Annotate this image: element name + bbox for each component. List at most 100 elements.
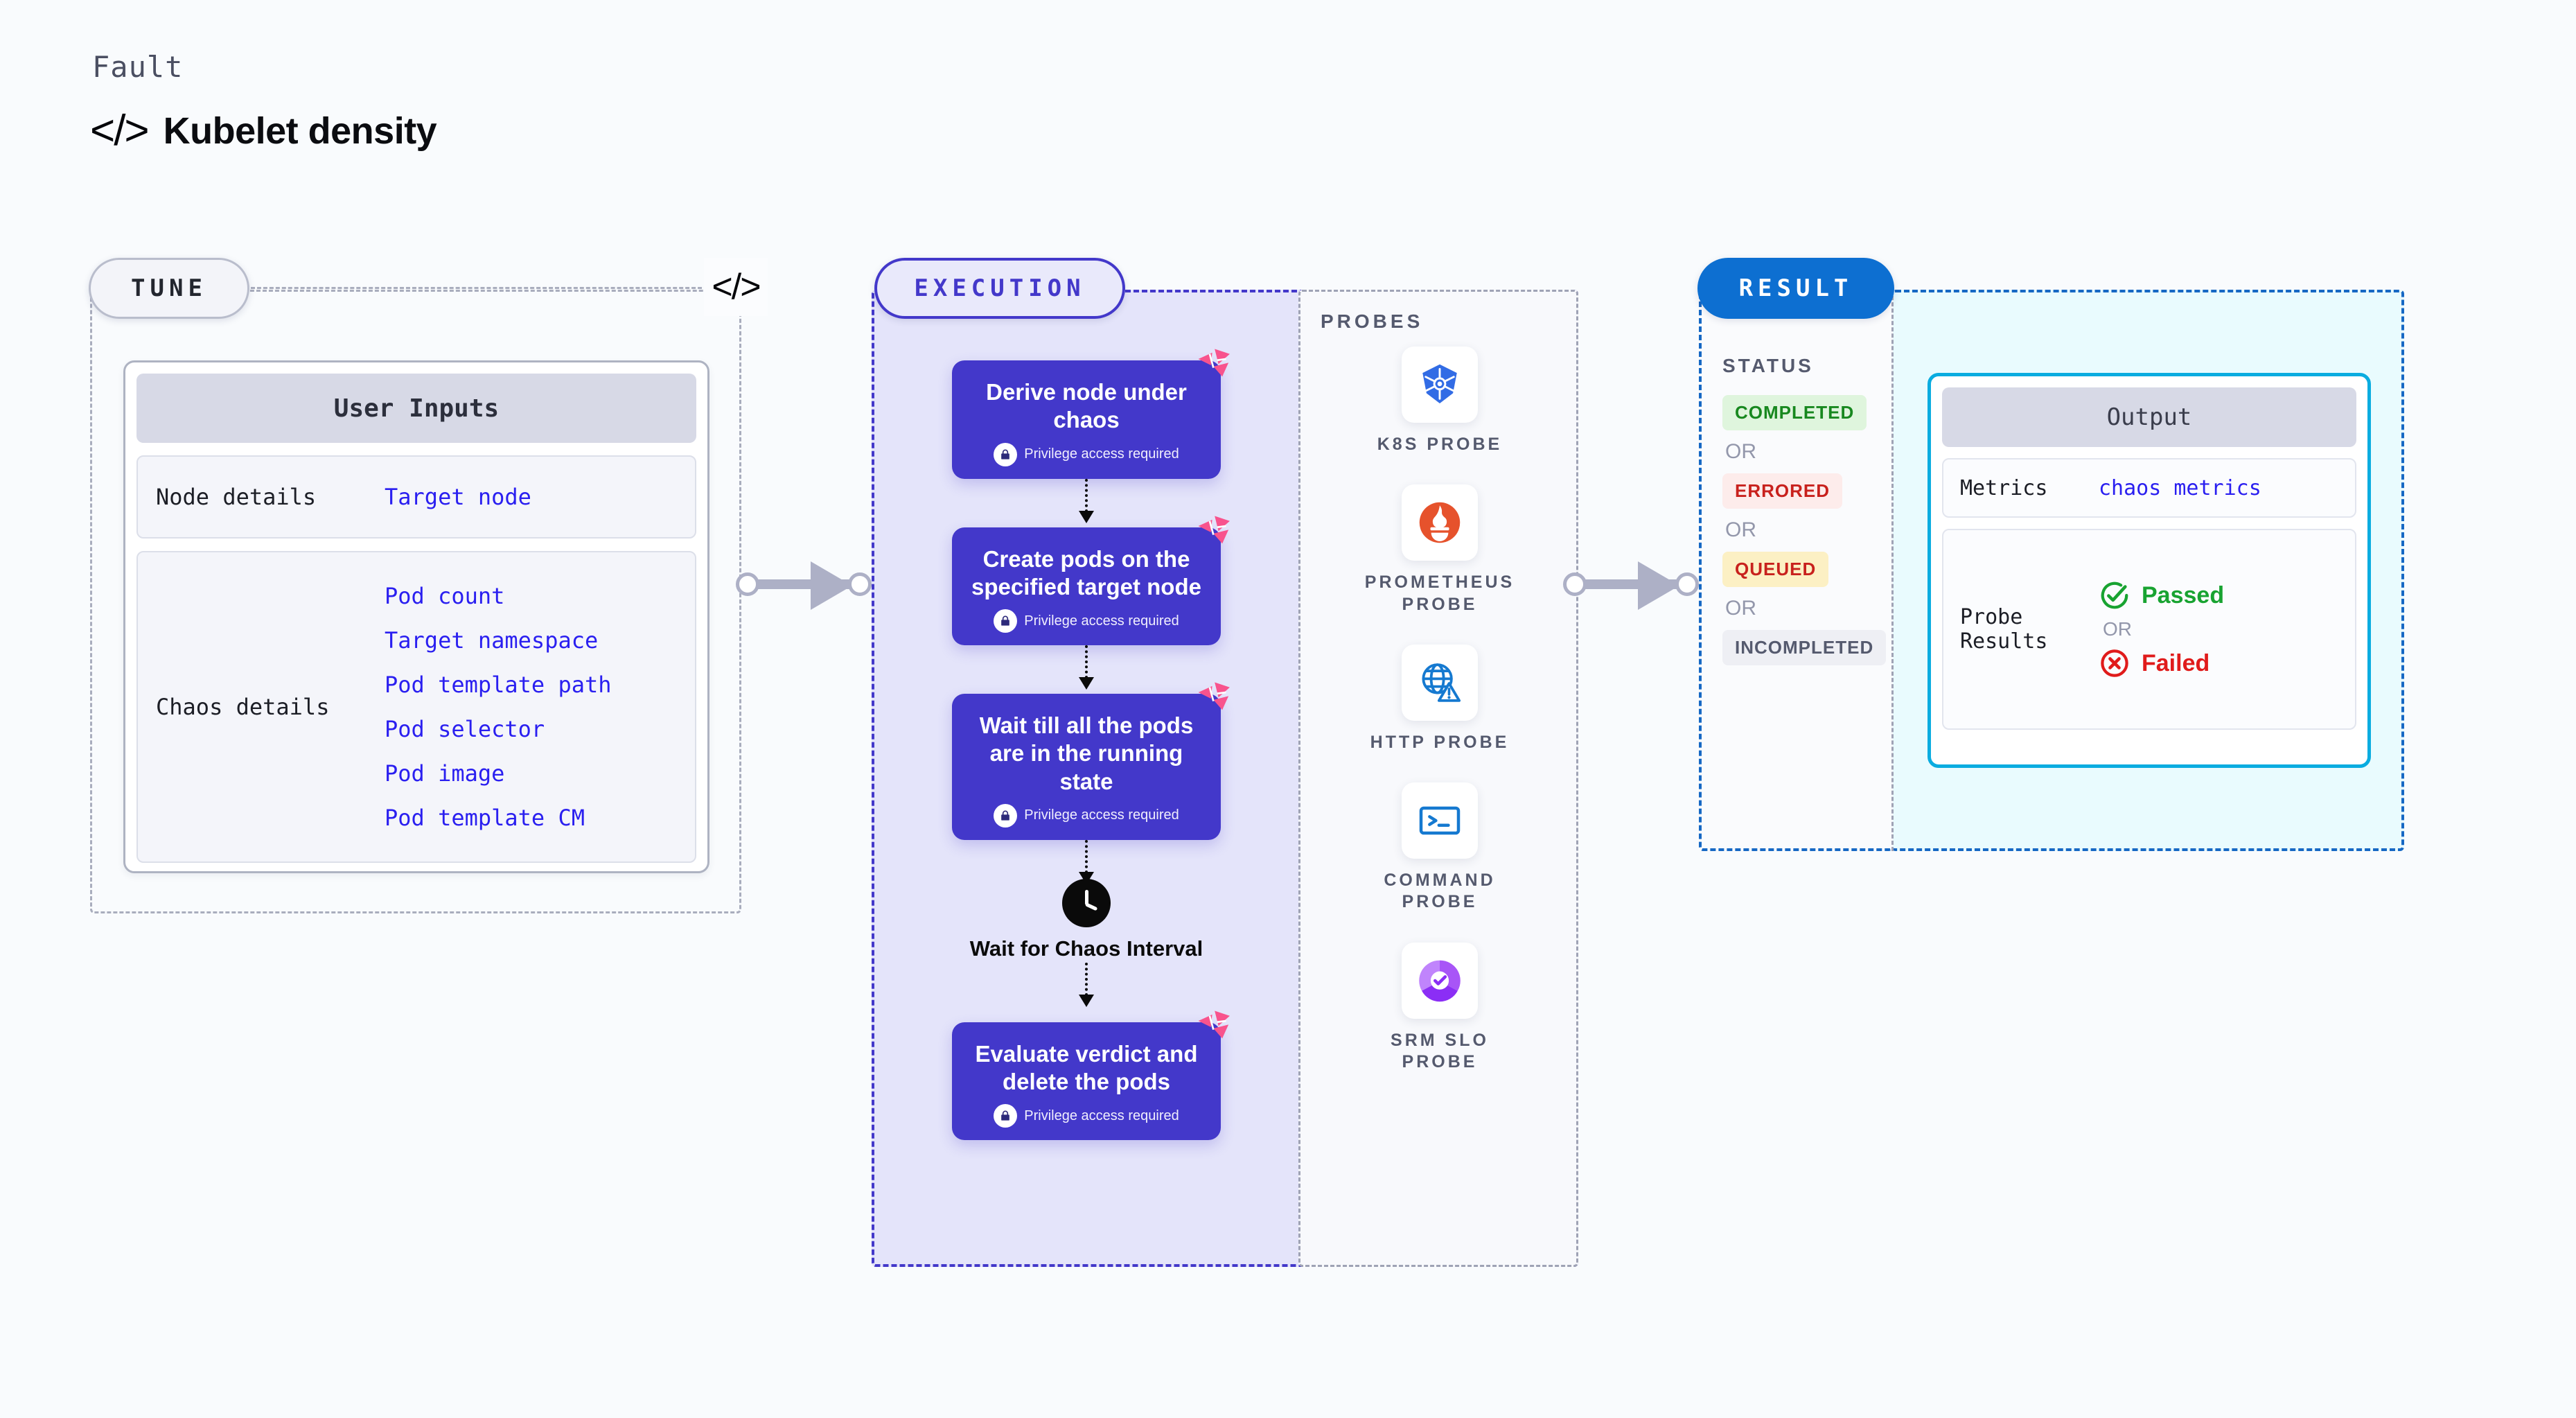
flow-arrow	[1079, 839, 1094, 884]
connector-dot-left	[1563, 572, 1587, 596]
probe-item-http[interactable]: HTTP PROBE	[1370, 644, 1510, 753]
page-title: Kubelet density	[163, 110, 437, 152]
input-field-target-node[interactable]: Target node	[385, 484, 531, 510]
privilege-text: Privilege access required	[1024, 1108, 1179, 1123]
flow-arrow	[1079, 962, 1094, 1022]
output-row-probe-results: Probe Results Passed OR Failed	[1942, 529, 2356, 730]
connector-dot-left	[736, 572, 759, 596]
execution-step-derive-node[interactable]: Derive node under chaos Privilege access…	[952, 349, 1230, 479]
step-privilege-note: Privilege access required	[967, 442, 1206, 466]
input-field-pod-count[interactable]: Pod count	[385, 583, 505, 609]
privilege-text: Privilege access required	[1024, 807, 1179, 823]
step-title: Wait till all the pods are in the runnin…	[979, 712, 1194, 794]
lock-icon	[994, 1104, 1018, 1128]
input-field-pod-image[interactable]: Pod image	[385, 760, 505, 787]
page-eyebrow: Fault	[92, 50, 184, 84]
status-section-label: STATUS	[1722, 355, 1814, 376]
status-or-2: OR	[1725, 518, 1756, 541]
flow-arrow	[1079, 645, 1094, 694]
step-privilege-note: Privilege access required	[967, 1104, 1206, 1128]
probe-item-k8s[interactable]: K8S PROBE	[1377, 347, 1502, 455]
lock-icon	[994, 803, 1018, 828]
section-values: Target node	[385, 484, 531, 510]
user-inputs-title: User Inputs	[136, 374, 696, 443]
status-badge-errored: ERRORED	[1722, 473, 1843, 509]
step-title: Derive node under chaos	[986, 379, 1187, 433]
status-or-1: OR	[1725, 440, 1756, 463]
probe-item-command[interactable]: COMMAND PROBE	[1358, 782, 1521, 913]
status-badge-incompleted: INCOMPLETED	[1722, 630, 1887, 665]
code-icon: </>	[704, 258, 768, 316]
probe-label: COMMAND PROBE	[1384, 870, 1496, 912]
harness-logo-icon	[1198, 349, 1230, 377]
probe-result-failed: Failed	[2099, 647, 2224, 679]
connector-execution-to-result	[1563, 561, 1699, 610]
probe-label: SRM SLO PROBE	[1391, 1030, 1489, 1071]
execution-step-create-pods[interactable]: Create pods on the specified target node…	[952, 515, 1230, 645]
execution-step-wait-pods-running[interactable]: Wait till all the pods are in the runnin…	[952, 682, 1230, 840]
tune-pill-label[interactable]: TUNE	[89, 258, 249, 319]
section-label: Node details	[156, 484, 317, 510]
input-field-pod-selector[interactable]: Pod selector	[385, 716, 545, 742]
user-inputs-section-node-details: Node details Target node	[136, 455, 696, 539]
harness-logo-icon	[1198, 515, 1230, 543]
status-badge-list: COMPLETED OR ERRORED OR QUEUED OR INCOMP…	[1722, 395, 1887, 665]
terminal-icon	[1402, 782, 1478, 859]
flow-arrow	[1079, 478, 1094, 527]
status-badge-queued: QUEUED	[1722, 552, 1829, 587]
step-title: Create pods on the specified target node	[971, 545, 1201, 599]
probe-result-or: OR	[2103, 618, 2132, 640]
http-globe-icon	[1401, 644, 1478, 721]
clock-icon	[1062, 878, 1111, 927]
failed-label: Failed	[2142, 649, 2210, 676]
input-field-pod-template-cm[interactable]: Pod template CM	[385, 805, 585, 831]
probe-results-values: Passed OR Failed	[2099, 579, 2224, 679]
probe-item-srm-slo[interactable]: SRM SLO PROBE	[1358, 942, 1521, 1074]
section-label: Chaos details	[156, 694, 330, 720]
probe-item-prometheus[interactable]: PROMETHEUS PROBE	[1358, 484, 1521, 615]
execution-pill-label[interactable]: EXECUTION	[874, 258, 1125, 319]
status-badge-completed: COMPLETED	[1722, 395, 1867, 430]
result-region-divider	[1891, 290, 1894, 851]
user-inputs-section-chaos-details: Chaos details Pod count Target namespace…	[136, 551, 696, 863]
probe-label: PROMETHEUS PROBE	[1364, 572, 1515, 614]
connector-arrowhead	[811, 561, 852, 610]
input-field-pod-template-path[interactable]: Pod template path	[385, 672, 612, 698]
connector-dot-right	[1675, 572, 1699, 596]
step-privilege-note: Privilege access required	[967, 609, 1206, 633]
probe-label: K8S PROBE	[1377, 435, 1503, 454]
probes-panel	[1298, 290, 1578, 1267]
connector-tune-to-execution	[736, 561, 872, 610]
x-circle-icon	[2101, 649, 2128, 677]
output-card-title: Output	[1942, 387, 2356, 447]
wait-node-label: Wait for Chaos Interval	[969, 936, 1203, 961]
privilege-text: Privilege access required	[1024, 446, 1179, 462]
step-privilege-note: Privilege access required	[967, 803, 1206, 828]
metrics-label: Metrics	[1960, 475, 2048, 500]
input-field-target-namespace[interactable]: Target namespace	[385, 627, 599, 654]
output-row-metrics: Metrics chaos metrics	[1942, 458, 2356, 518]
page-title-row: </> Kubelet density	[90, 107, 437, 155]
execution-wait-node: Wait for Chaos Interval	[952, 878, 1221, 963]
user-inputs-card: User Inputs Node details Target node Cha…	[123, 360, 709, 873]
privilege-text: Privilege access required	[1024, 613, 1179, 629]
metrics-value[interactable]: chaos metrics	[2099, 475, 2261, 500]
harness-logo-icon	[1198, 682, 1230, 710]
lock-icon	[994, 609, 1018, 633]
execution-step-evaluate-verdict[interactable]: Evaluate verdict and delete the pods Pri…	[952, 1010, 1230, 1140]
tune-panel-top-dash	[251, 287, 708, 289]
result-pill-label[interactable]: RESULT	[1697, 258, 1894, 319]
probe-list: K8S PROBE PROMETHEUS PROBE	[1358, 347, 1521, 1073]
section-values: Pod count Target namespace Pod template …	[385, 583, 612, 831]
code-icon: </>	[90, 107, 150, 155]
execution-flow: Derive node under chaos Privilege access…	[952, 349, 1230, 1140]
probe-results-label: Probe Results	[1960, 605, 2048, 654]
step-title: Evaluate verdict and delete the pods	[975, 1040, 1198, 1094]
connector-arrowhead	[1638, 561, 1679, 610]
probes-section-label: PROBES	[1321, 310, 1424, 332]
srm-slo-icon	[1402, 942, 1478, 1019]
output-card: Output Metrics chaos metrics Probe Resul…	[1927, 373, 2371, 768]
passed-label: Passed	[2142, 581, 2225, 609]
kubernetes-icon	[1401, 347, 1478, 423]
probe-label: HTTP PROBE	[1370, 732, 1510, 752]
